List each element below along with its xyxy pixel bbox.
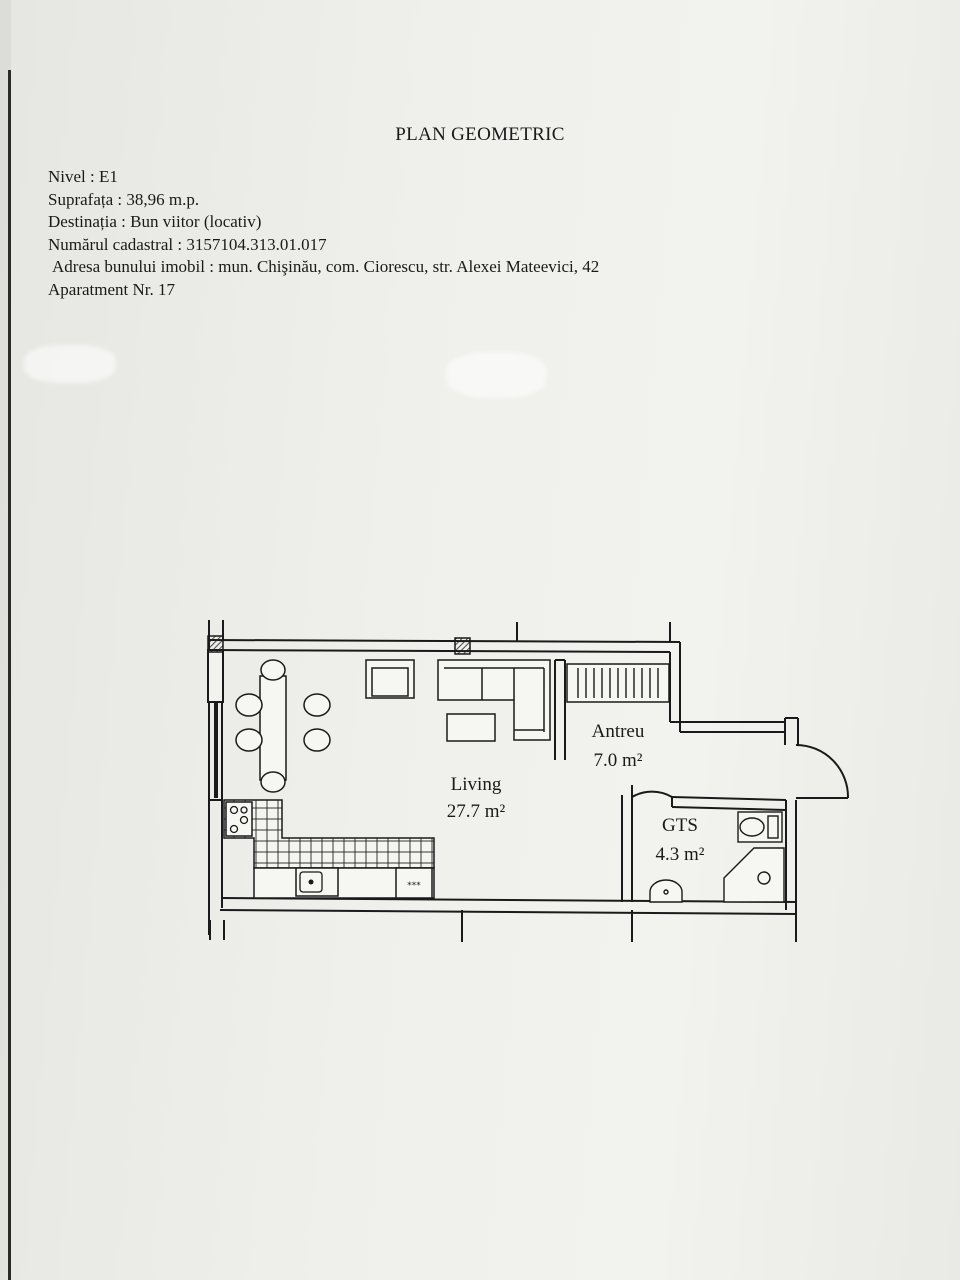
room-antreu-name: Antreu <box>592 721 645 742</box>
field-apartment: Aparatment Nr. 17 <box>48 279 175 299</box>
paper-smudge <box>24 345 116 383</box>
property-info: Nivel : E1 Suprafața : 38,96 m.p. Destin… <box>48 166 599 301</box>
paper-edge <box>8 70 11 1280</box>
stove-label: *** <box>407 881 421 891</box>
room-gts-name: GTS <box>662 815 698 836</box>
room-gts-area: 4.3 m² <box>656 844 705 865</box>
field-purpose: Destinația : Bun viitor (locativ) <box>48 212 262 231</box>
field-cadastral-number: Numărul cadastral : 3157104.313.01.017 <box>48 234 327 254</box>
floor-plan: *** Living 27.7 m² Antreu 7.0 m² GTS 4.3… <box>190 610 860 960</box>
floor-plan-drawing: *** Living 27.7 m² Antreu 7.0 m² GTS 4.3… <box>207 620 850 942</box>
field-address: Adresa bunului imobil : mun. Chişinău, c… <box>52 257 600 276</box>
paper-smudge <box>446 352 546 398</box>
field-area: Suprafața : 38,96 m.p. <box>48 189 200 209</box>
document-title: PLAN GEOMETRIC <box>395 124 565 145</box>
room-antreu-area: 7.0 m² <box>594 750 643 771</box>
room-living-area: 27.7 m² <box>447 801 506 822</box>
field-level: Nivel : E1 <box>48 167 118 186</box>
room-living-name: Living <box>451 774 502 795</box>
paper-sheet <box>11 0 960 1280</box>
